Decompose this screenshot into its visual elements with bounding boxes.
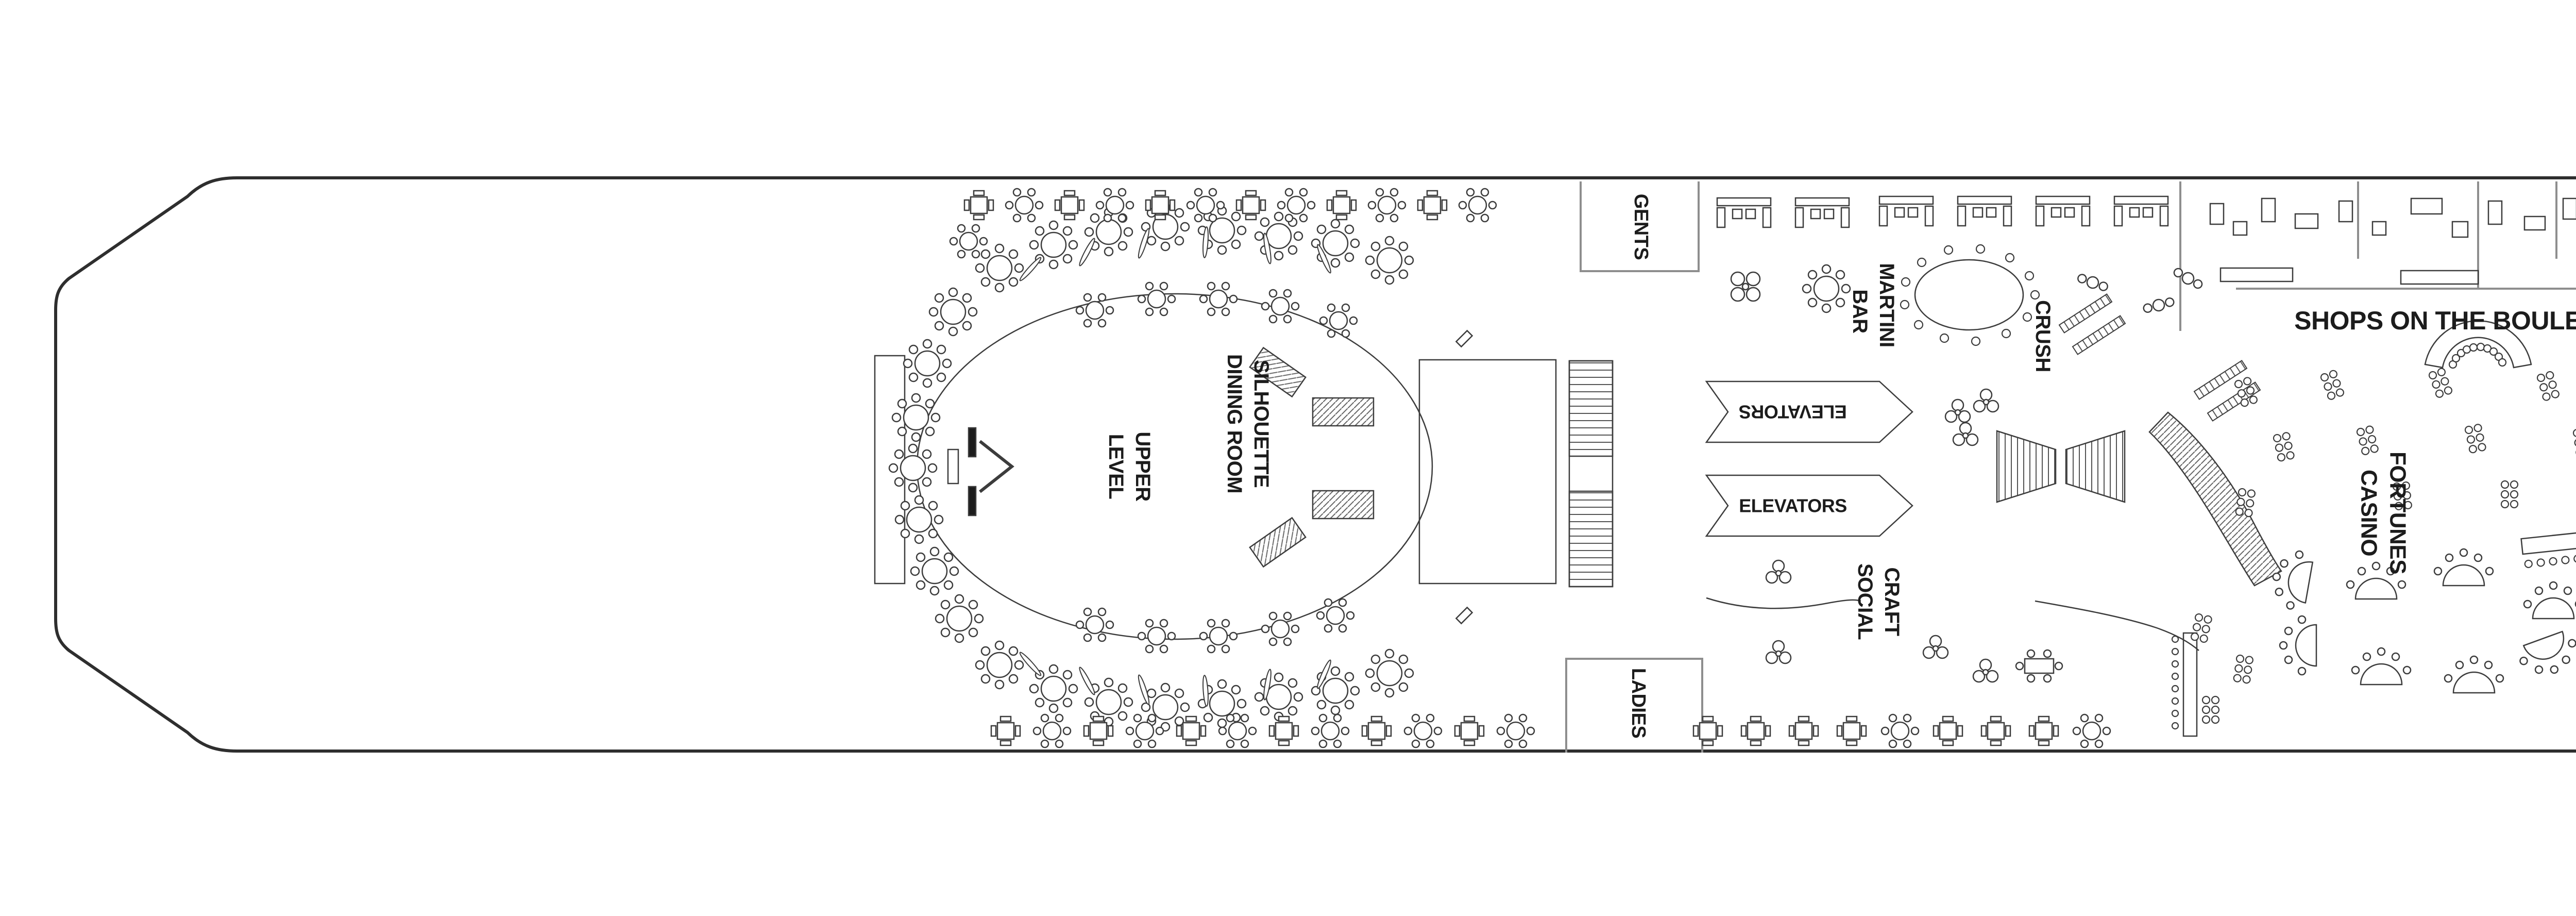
furniture-t8	[1311, 666, 1360, 715]
furniture-t8	[1365, 648, 1414, 698]
room-label-gents-aft: GENTS	[1630, 194, 1652, 260]
furniture-t8	[1311, 219, 1360, 268]
furniture-t8	[975, 243, 1024, 293]
martini-bar-stools	[1900, 244, 2040, 346]
elevator-bank-upper	[1705, 380, 1913, 443]
ship-hull-outline	[54, 176, 2576, 753]
furniture-t8	[975, 640, 1024, 690]
svg-text:MARTINI: MARTINI	[1875, 263, 1898, 347]
svg-text:SILHOUETTE: SILHOUETTE	[1250, 360, 1273, 488]
curved-stair	[2148, 411, 2282, 587]
shops-display-cases	[2209, 197, 2576, 285]
labels-layer: SILHOUETTE DINING ROOM UPPER LEVEL GENTS…	[1105, 194, 2576, 738]
shop-display-case	[2338, 200, 2353, 223]
shop-display-case	[2219, 267, 2294, 282]
furniture-t8	[928, 287, 978, 337]
furniture-t8	[888, 443, 938, 493]
room-label-fortunes-casino: FORTUNES CASINO	[2357, 452, 2411, 574]
svg-text:LEVEL: LEVEL	[1105, 434, 1127, 499]
room-label-elevators-mid-lower: ELEVATORS	[1739, 495, 1847, 517]
dining-entry-feature	[979, 440, 1014, 493]
room-label-shops: SHOPS ON THE BOULEVARD	[2294, 306, 2576, 335]
furniture-t8	[903, 339, 952, 388]
furniture-t8	[1254, 672, 1303, 722]
room-label-martini-bar: MARTINI BAR	[1849, 263, 1898, 347]
furniture-t8	[935, 594, 984, 643]
furniture-t8	[1802, 264, 1851, 313]
grand-staircase-right	[2065, 430, 2126, 503]
shop-display-case	[2294, 213, 2319, 229]
martini-bar-counter	[1914, 259, 2024, 331]
room-label-elevators-mid-upper: ELEVATORS	[1739, 402, 1847, 423]
dining-service-room	[1418, 359, 1557, 585]
shop-display-case	[2451, 221, 2469, 238]
svg-text:BAR: BAR	[1849, 289, 1871, 334]
room-shapes	[874, 259, 2576, 737]
svg-text:DINING ROOM: DINING ROOM	[1223, 354, 1246, 493]
shop-display-case	[2400, 270, 2479, 285]
room-label-upper-level: UPPER LEVEL	[1105, 431, 1154, 502]
shop-display-case	[2562, 197, 2576, 220]
dining-stairs	[1312, 397, 1375, 427]
casino-bar-stools	[2448, 342, 2507, 369]
furniture-t8	[1365, 236, 1414, 285]
shop-display-case	[2209, 203, 2225, 225]
room-label-silhouette-dining: SILHOUETTE DINING ROOM	[1223, 354, 1273, 493]
elevator-bank-lower	[1705, 474, 1913, 537]
svg-text:CASINO: CASINO	[2357, 470, 2382, 556]
grand-staircase-left	[1996, 430, 2057, 503]
furniture-t8	[910, 546, 959, 596]
interior-walls	[1565, 181, 2576, 753]
svg-text:SOCIAL: SOCIAL	[1854, 563, 1876, 640]
svg-text:UPPER: UPPER	[1131, 431, 1154, 502]
craft-social-rack-seats	[2171, 635, 2179, 730]
room-label-craft-social: CRAFT SOCIAL	[1854, 563, 1903, 640]
casino-bar	[2424, 320, 2532, 369]
shop-display-case	[2261, 197, 2276, 223]
furniture-t8	[894, 495, 944, 544]
furniture-t8	[891, 393, 941, 442]
room-label-ladies-aft: LADIES	[1628, 668, 1649, 738]
shop-display-case	[2371, 221, 2387, 236]
svg-text:CRAFT: CRAFT	[1880, 567, 1903, 636]
shop-display-case	[2523, 215, 2546, 231]
shop-display-case	[2232, 221, 2248, 236]
shop-display-case	[2410, 197, 2443, 215]
svg-text:FORTUNES: FORTUNES	[2385, 452, 2411, 574]
furniture-t8	[1254, 211, 1303, 261]
shop-display-case	[2487, 200, 2503, 225]
room-label-crush: CRUSH	[2031, 300, 2054, 372]
